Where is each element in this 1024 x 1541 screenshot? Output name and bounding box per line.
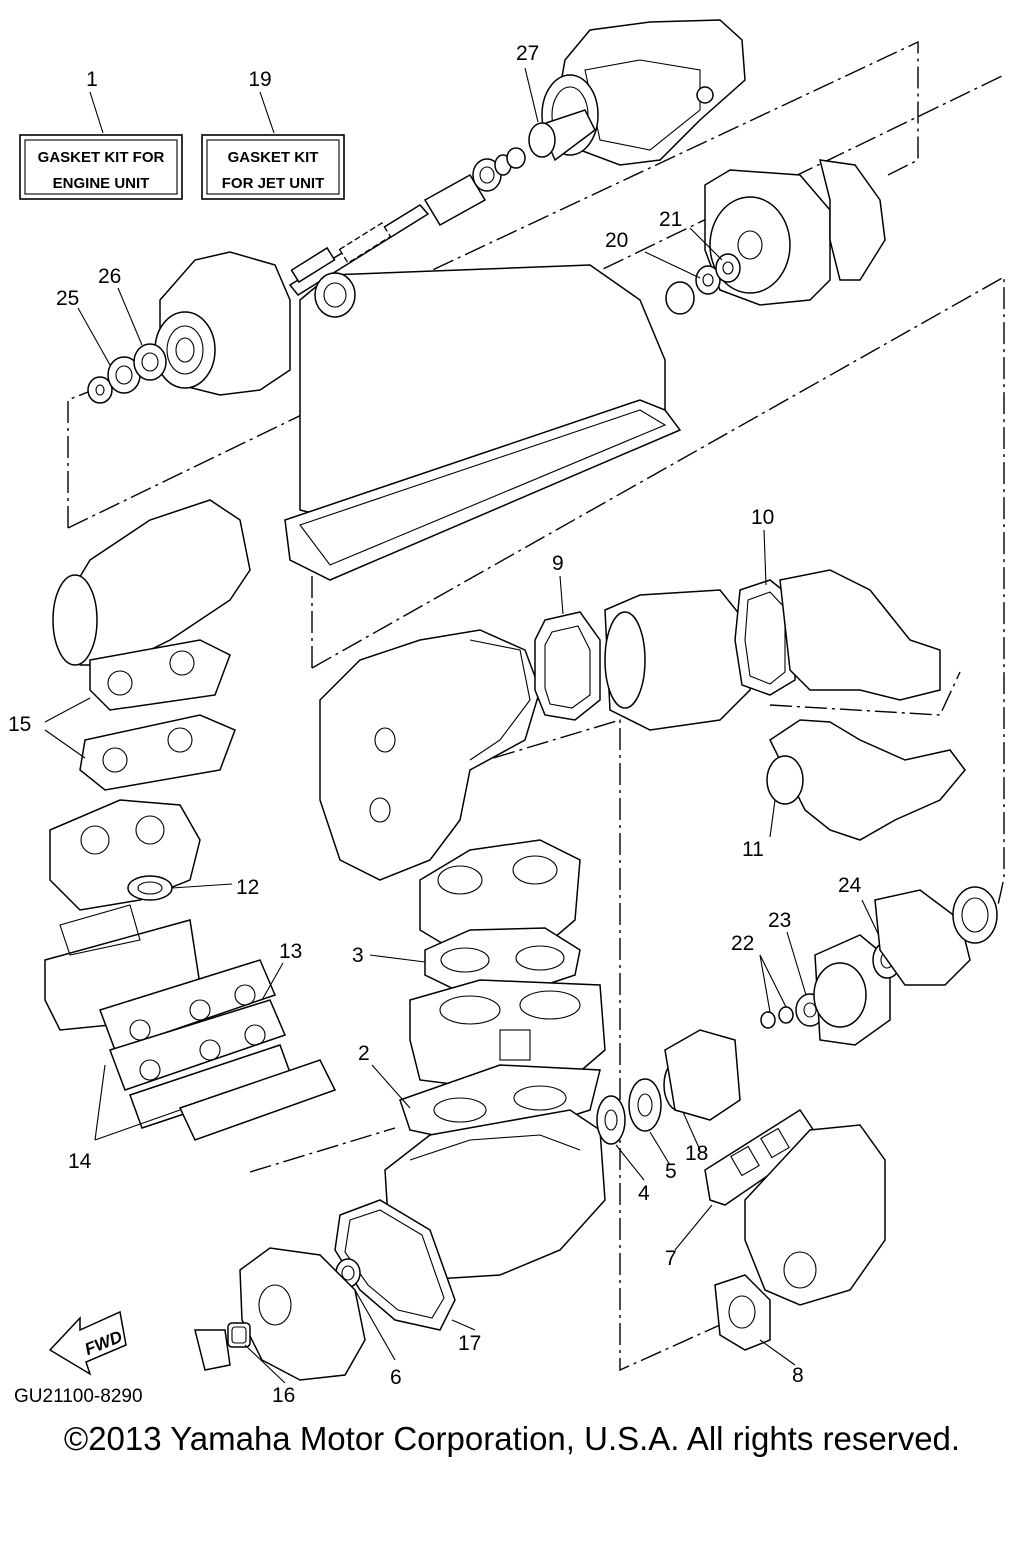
- callout-10: 10: [751, 506, 774, 529]
- drive-shaft: [288, 147, 526, 296]
- part-16-gasket: [227, 1322, 251, 1348]
- callout-7: 7: [665, 1247, 677, 1270]
- kit-label-jet-line1: GASKET KIT: [228, 149, 319, 166]
- callout-1: 1: [86, 68, 98, 91]
- callout-21: 21: [659, 208, 682, 231]
- callout-19: 19: [248, 68, 271, 91]
- part-10-gasket: [734, 579, 796, 696]
- kit-label-engine-line2: ENGINE UNIT: [53, 175, 150, 192]
- magneto-housing-right: [744, 1124, 886, 1306]
- part-11-muffler: [766, 719, 966, 841]
- callout-4: 4: [638, 1182, 650, 1205]
- callout-12: 12: [236, 876, 259, 899]
- flywheel-cover: [239, 1247, 366, 1381]
- part-15-gaskets: [79, 639, 236, 791]
- jet-pump-impeller-housing-right: [704, 159, 886, 306]
- callout-24: 24: [838, 874, 862, 897]
- part-27-oring: [528, 122, 556, 158]
- bearing-housing: [664, 1029, 741, 1121]
- callout-18: 18: [685, 1142, 708, 1165]
- kit-label-jet-line2: FOR JET UNIT: [222, 175, 325, 192]
- muffler-left: [52, 499, 251, 666]
- part-12-gasket: [127, 875, 173, 901]
- part-25-26-bearings: [87, 343, 167, 404]
- part-3-head-gasket: [424, 927, 581, 993]
- callout-3: 3: [352, 944, 364, 967]
- callout-20: 20: [605, 229, 628, 252]
- kit-label-engine-line1: GASKET KIT FOR: [38, 149, 165, 166]
- copyright-notice: ©2013 Yamaha Motor Corporation, U.S.A. A…: [63, 1420, 961, 1457]
- callout-23: 23: [768, 909, 791, 932]
- callout-8: 8: [792, 1364, 804, 1387]
- part-22-orings: [760, 1006, 794, 1029]
- callout-14: 14: [68, 1150, 92, 1173]
- callout-17: 17: [458, 1332, 481, 1355]
- output-housing: [813, 934, 891, 1046]
- intermediate-housing: [154, 251, 291, 396]
- part-9-gasket: [534, 611, 601, 721]
- callout-9: 9: [552, 552, 564, 575]
- callout-6: 6: [390, 1366, 402, 1389]
- fitting-small: [194, 1329, 231, 1371]
- part-2-base-gasket: [399, 1064, 601, 1146]
- callout-5: 5: [665, 1160, 677, 1183]
- kit-label-engine: GASKET KIT FOR ENGINE UNIT: [19, 134, 183, 200]
- callout-2: 2: [358, 1042, 370, 1065]
- callout-26: 26: [98, 265, 121, 288]
- callout-25: 25: [56, 287, 79, 310]
- callout-16: 16: [272, 1384, 295, 1407]
- exhaust-water-box: [284, 264, 682, 581]
- kit-label-jet: GASKET KIT FOR JET UNIT: [201, 134, 345, 200]
- exhaust-manifold-left: [49, 799, 201, 911]
- part-8-gasket: [714, 1274, 771, 1351]
- exhaust-pipe-middle: [604, 589, 753, 731]
- callout-15: 15: [8, 713, 31, 736]
- callout-11: 11: [742, 838, 764, 861]
- callout-22: 22: [731, 932, 754, 955]
- diagram-code: GU21100-8290: [14, 1386, 143, 1407]
- exhaust-pipe-left: [319, 629, 541, 881]
- part-20-21-bearings: [665, 253, 741, 315]
- fwd-arrow-icon: FWD: [48, 1310, 127, 1376]
- callout-13: 13: [279, 940, 302, 963]
- exhaust-elbow-right: [779, 569, 941, 701]
- callout-27: 27: [516, 42, 539, 65]
- output-cover: [874, 886, 998, 986]
- part-13-14-reed-gaskets: [99, 959, 337, 1141]
